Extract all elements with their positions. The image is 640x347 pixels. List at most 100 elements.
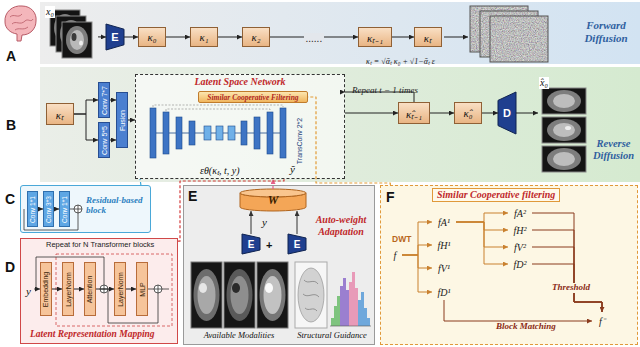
transformer-panel-heading: Latent Representation Mapping [30,329,155,340]
fusion-block-text: Fusion [119,109,126,130]
text-holder: Latent Representation Mapping [30,329,155,340]
unet-blocks [150,105,286,158]
output-slices [553,94,575,108]
connector [345,113,398,114]
text-holder: x̂₀ [539,77,549,89]
unet-blocks [280,108,286,158]
subband-text: fD¹ [438,287,451,298]
label-holder: ỹ [290,159,295,177]
connector [74,114,98,140]
subband-text: fD² [514,259,527,270]
latent-box-text: κₜ₋₁ [367,30,383,45]
subband-text: fV¹ [438,263,450,274]
encoder-block: E [288,234,306,254]
conv-block-text: Conv 5*5 [101,126,108,155]
guidance-figure [352,272,355,326]
connector [516,113,538,114]
encoder-block: E [106,24,124,50]
mri-slices [72,33,77,41]
label-holder: ...... [304,28,325,46]
label-holder: Repeat t − 1 times [352,79,418,97]
conv-block: Conv 3*3 [43,191,54,227]
subband: fD² [508,257,532,271]
unet-blocks [189,121,195,145]
condition-symbol: ỹ [290,163,295,175]
connector [402,255,432,292]
transformer-layer-text: MLP [139,282,146,296]
filter-band-text: Similar Cooperative Filtering [207,93,298,102]
guidance-figure [367,318,370,326]
output-slices [565,126,571,130]
connector [532,247,602,312]
subband: f [388,246,402,264]
mri-slices [70,30,84,50]
connector [482,113,498,114]
connector [110,140,116,141]
noise-image [490,16,548,62]
latent-box-text: κ₂ [251,31,260,43]
latent-box: κₜ₋₁ [358,27,392,47]
modality-slices [199,283,207,293]
transformer-layer: MLP [136,262,148,316]
text-holder: Latent Space Network [175,76,305,88]
latent-box: κ₀ [138,27,166,47]
conv-block: Conv 5*5 [98,122,110,158]
subband: f⁻ [592,312,612,330]
text-holder: Forward Diffusion [576,19,636,44]
connector [52,289,62,290]
unet-blocks [228,126,235,140]
modality-slices [194,269,220,321]
latent-box: κ₂ [242,27,270,47]
label-holder: εθ(κₜ, t, y) [200,160,240,178]
conv-block-text: Conv 1*1 [61,196,68,223]
brain-drawing [5,6,36,41]
connector [430,113,454,114]
input-image-heading: x₀ [45,6,55,18]
guidance-figure [295,262,327,328]
subband-text: fH¹ [438,240,451,251]
connector [444,300,592,321]
guidance-figure [364,308,367,326]
unet-blocks [204,126,211,140]
subband-text: fA¹ [438,217,450,228]
guidance-image-heading: Structural Guidance [292,331,372,341]
guidance-figure [355,288,358,326]
transformer-wiring [108,289,158,323]
encoder-block-text: E [248,239,255,250]
modality-slices [260,269,286,321]
edge-label: ...... [304,33,325,44]
connector [456,222,508,230]
encoder-block-outline [106,24,124,50]
output-slices [553,123,575,137]
connector [308,97,390,185]
mri-slices [62,22,92,58]
label-holder: C [5,190,15,208]
unet-blocks [267,112,273,154]
latent-box: κ̂₀ [454,102,482,124]
subband: fD¹ [432,284,456,300]
unet-blocks [254,117,260,149]
panel-letter: F [386,190,395,205]
output-image-heading: x̂₀ [539,77,549,89]
conv-block: Conv 1*1 [59,191,70,227]
label-holder: A [6,47,16,65]
forward-band-heading: Forward Diffusion [576,19,636,44]
encoder-block-outline [242,234,260,254]
reverse-band-heading: Reverse Diffusion [590,138,637,162]
modality-images-heading: Available Modalities [188,331,290,341]
decoder-block: D [498,92,516,134]
label-holder: B [6,116,16,134]
residual-wiring [70,209,74,210]
transformer-layer: Attention [84,262,96,316]
subband: fV¹ [432,260,456,276]
forward-band: Forward Diffusionx₀Eκ₀κ₁κ₂κₜ₋₁κₜ [40,2,640,64]
edge-label: Repeat t − 1 times [352,86,418,96]
transformer-layer-text: Attention [87,275,94,303]
text-holder: Similar Cooperative filtering [432,188,560,202]
transformer-layer: LayerNorm [62,262,74,316]
latent-box-text: κ₁ [199,31,208,43]
panel-letter: A [6,49,16,64]
unet-blocks [150,108,156,158]
transformer-wiring [154,285,162,293]
conv-block-text: Conv 3*3 [45,196,52,223]
